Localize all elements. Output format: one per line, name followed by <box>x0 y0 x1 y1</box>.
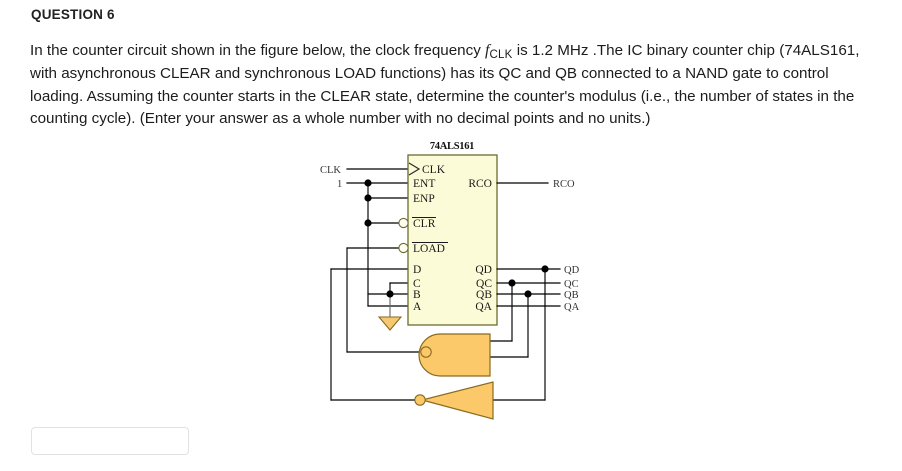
clr-inverting-bubble <box>398 217 409 229</box>
external-label-qc: QC <box>564 279 579 290</box>
wire-ground-cb <box>367 282 409 331</box>
pin-label-rco: RCO <box>468 178 492 190</box>
external-label-logic-one: 1 <box>337 179 342 190</box>
question-text-part-3: (74ALS161, with asynchronous CLEAR and s… <box>30 42 860 128</box>
answer-input[interactable] <box>31 427 189 455</box>
clock-edge-marker <box>408 162 421 176</box>
nand-gate-body <box>418 333 491 377</box>
load-inverting-bubble <box>398 242 409 254</box>
frequency-subscript: CLK <box>489 48 513 61</box>
pin-label-ent: ENT <box>413 178 435 190</box>
external-input-labels: CLK 1 <box>320 165 342 190</box>
chip-pin-labels-right: RCO QD QC QB QA <box>468 178 492 313</box>
pin-label-qc: QC <box>476 278 492 290</box>
chip-pin-labels-left: CLK ENT ENP CLR LOAD D C B A <box>412 164 448 313</box>
external-label-qd: QD <box>564 265 580 276</box>
pin-label-a: A <box>413 301 422 313</box>
pin-label-clr: CLR <box>413 218 436 230</box>
question-text-part-1: In the counter circuit shown in the figu… <box>30 42 486 59</box>
pin-label-enp: ENP <box>413 193 435 205</box>
ground-symbol <box>377 316 403 331</box>
load-control-nand-gate <box>418 333 491 377</box>
pin-label-qa: QA <box>475 301 492 313</box>
chip-part-number: 74ALS161 <box>430 141 474 152</box>
junction-dots-left <box>364 179 372 227</box>
pin-label-c: C <box>413 278 421 290</box>
question-text-part-2: is 1.2 MHz .The IC binary counter chip <box>512 42 775 59</box>
question-text: In the counter circuit shown in the figu… <box>30 40 875 131</box>
wire-group-outputs <box>489 182 561 401</box>
pin-label-d: D <box>413 264 421 276</box>
page-title: QUESTION 6 <box>31 7 115 22</box>
counter-circuit-diagram: 74ALS161 CLK ENT ENP CLR LOAD D C B A RC… <box>320 141 580 420</box>
nand-output-bubble <box>420 346 432 358</box>
wire-d-feedback <box>330 268 417 401</box>
pin-label-b: B <box>413 289 421 301</box>
wire-load-feedback <box>346 247 422 353</box>
inverter-gate-body <box>419 381 494 420</box>
external-label-qa: QA <box>564 302 580 313</box>
pin-label-qb: QB <box>476 289 492 301</box>
frequency-symbol: f <box>485 42 490 59</box>
pin-label-qd: QD <box>475 264 492 276</box>
external-label-clk: CLK <box>320 165 341 176</box>
external-label-rco: RCO <box>553 179 575 190</box>
pin-label-load: LOAD <box>413 243 445 255</box>
wire-group-left-inputs <box>346 168 409 307</box>
question-paragraph: In the counter circuit shown in the figu… <box>30 40 875 131</box>
external-label-qb: QB <box>564 290 579 301</box>
inverter-output-bubble <box>414 394 426 406</box>
circuit-figure: 74ALS161 CLK ENT ENP CLR LOAD D C B A RC… <box>0 136 902 421</box>
external-output-labels: RCO QD QC QB QA <box>553 179 580 313</box>
pin-label-clk: CLK <box>422 164 446 176</box>
ic-chip-body <box>407 154 498 326</box>
data-inverter-gate <box>414 381 494 420</box>
